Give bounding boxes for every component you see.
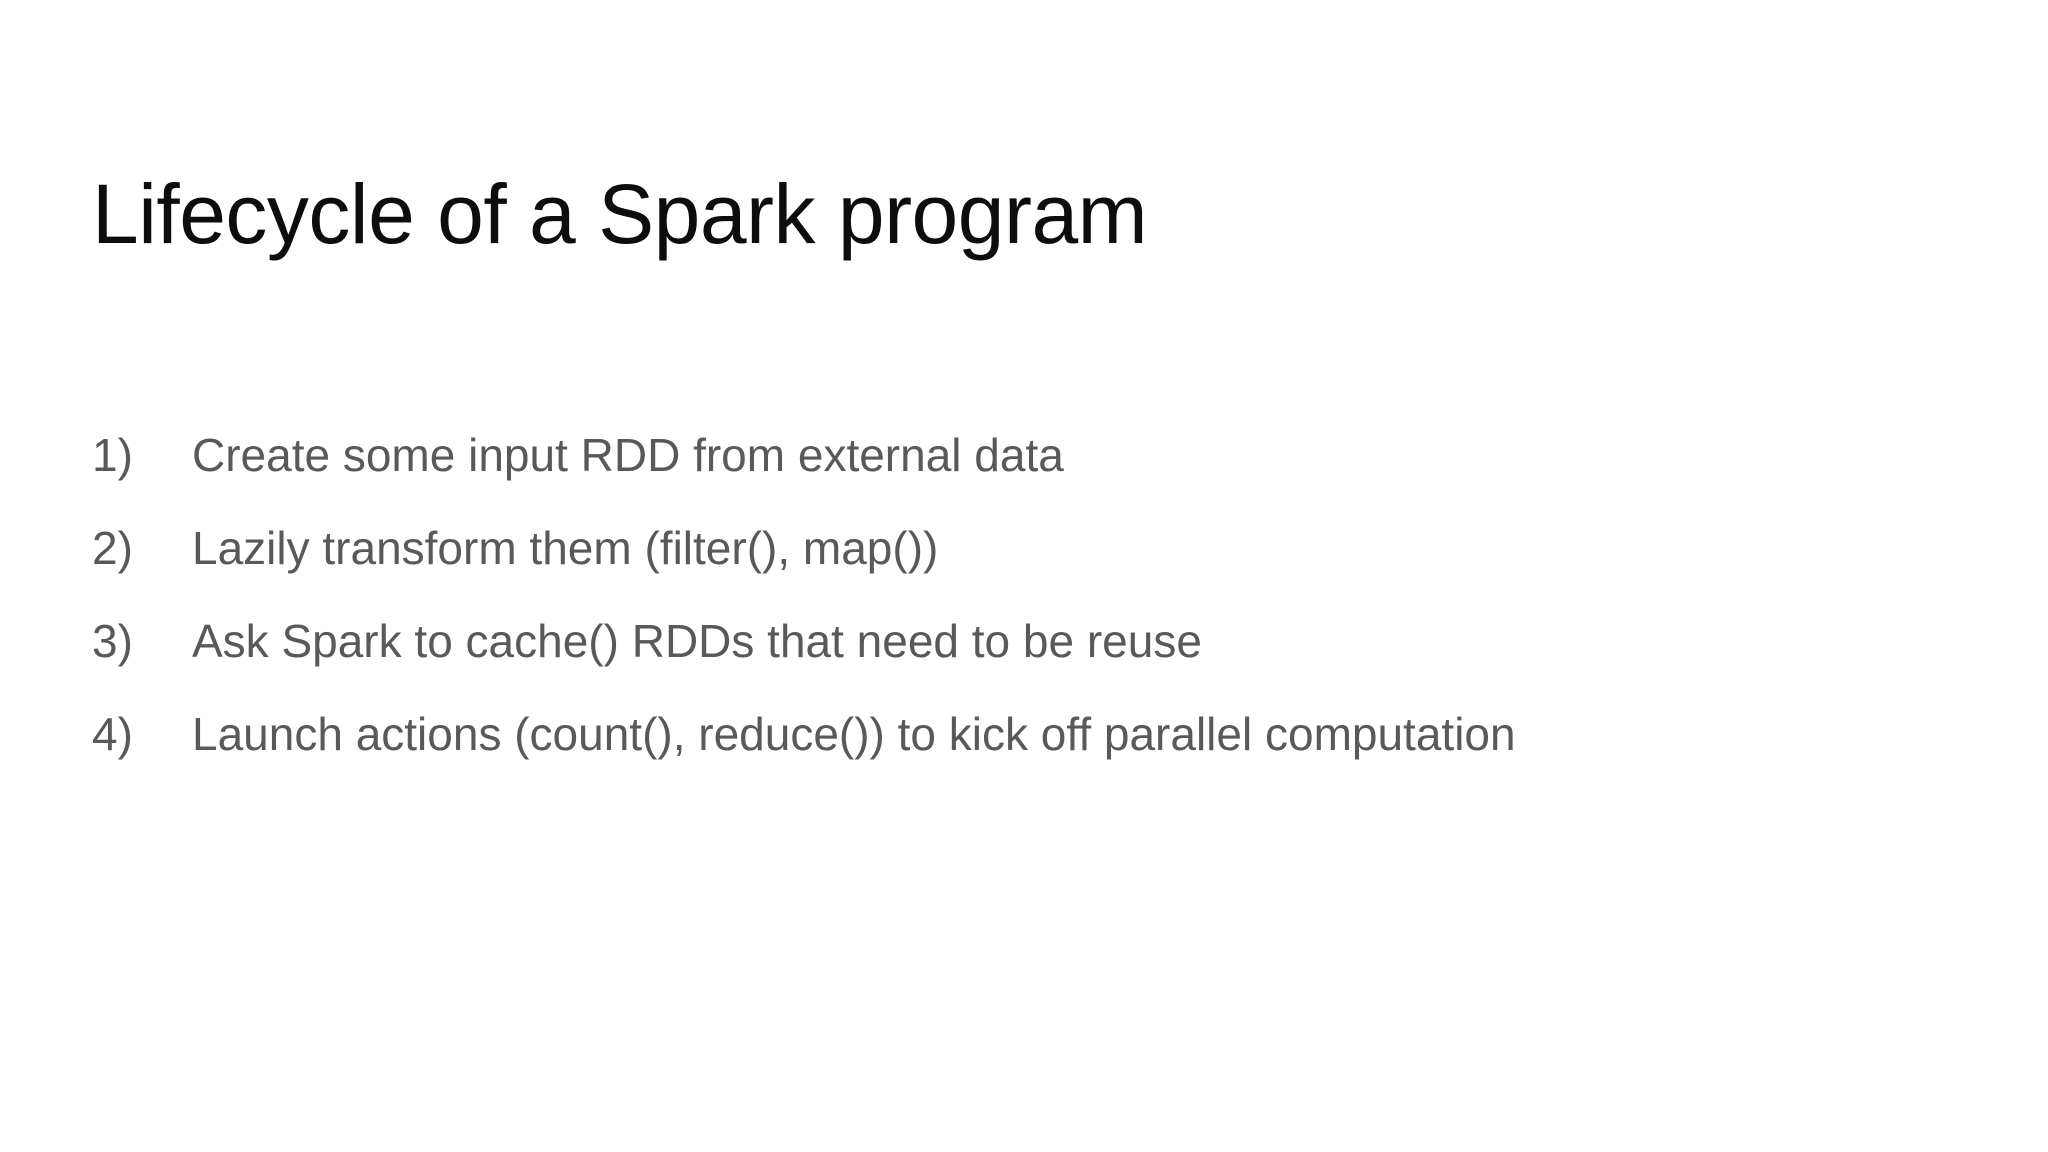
slide-body: 1) Create some input RDD from external d… xyxy=(92,432,1952,804)
list-item-marker: 2) xyxy=(92,522,133,574)
numbered-list: 1) Create some input RDD from external d… xyxy=(92,432,1952,804)
list-item: 1) Create some input RDD from external d… xyxy=(92,432,1952,525)
list-item-marker: 1) xyxy=(92,429,133,481)
list-item-label: Lazily transform them (filter(), map()) xyxy=(192,522,939,574)
list-item-marker: 4) xyxy=(92,708,133,760)
list-item: 2) Lazily transform them (filter(), map(… xyxy=(92,525,1952,618)
list-item-marker: 3) xyxy=(92,615,133,667)
list-item: 3) Ask Spark to cache() RDDs that need t… xyxy=(92,618,1952,711)
page-title: Lifecycle of a Spark program xyxy=(92,167,1148,262)
list-item-label: Create some input RDD from external data xyxy=(192,429,1064,481)
list-item-label: Launch actions (count(), reduce()) to ki… xyxy=(192,708,1516,760)
list-item: 4) Launch actions (count(), reduce()) to… xyxy=(92,711,1952,804)
list-item-label: Ask Spark to cache() RDDs that need to b… xyxy=(192,615,1202,667)
